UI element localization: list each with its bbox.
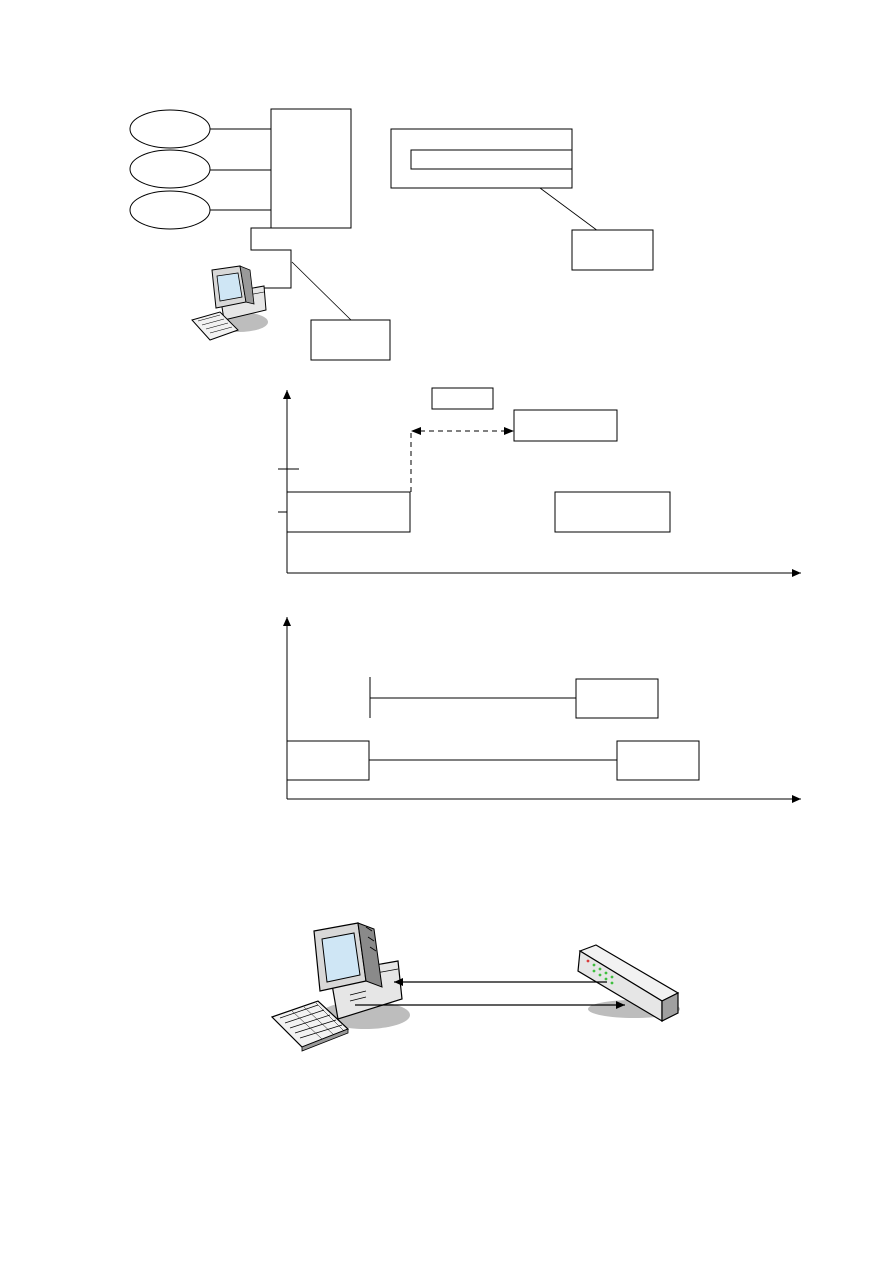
hub-box <box>270 108 352 229</box>
callout-box-right <box>571 229 654 271</box>
node-ellipse-1 <box>129 109 211 149</box>
callout-box-left <box>310 319 391 361</box>
callout-leader-right <box>539 187 599 232</box>
arrow-head-left <box>411 427 421 435</box>
inner-bar-box <box>410 149 573 170</box>
start-box-lower <box>286 740 370 781</box>
network-switch-icon <box>577 944 680 1023</box>
label-box-target <box>513 409 618 442</box>
computer-cable <box>250 227 292 289</box>
figure-3 <box>283 617 801 803</box>
computer-icon <box>191 265 268 341</box>
figure-1 <box>129 108 654 361</box>
arrow-head-right <box>504 427 514 435</box>
figure-2 <box>278 387 801 577</box>
block-left <box>286 491 411 533</box>
block-right <box>554 491 671 533</box>
node-ellipse-3 <box>129 190 211 230</box>
callout-leader-left <box>291 261 353 322</box>
label-box-small <box>431 387 494 410</box>
end-box-upper <box>575 678 659 719</box>
node-ellipse-2 <box>129 149 211 189</box>
computer-icon <box>270 922 410 1052</box>
end-box-lower <box>616 740 700 781</box>
figure-4 <box>270 922 680 1052</box>
